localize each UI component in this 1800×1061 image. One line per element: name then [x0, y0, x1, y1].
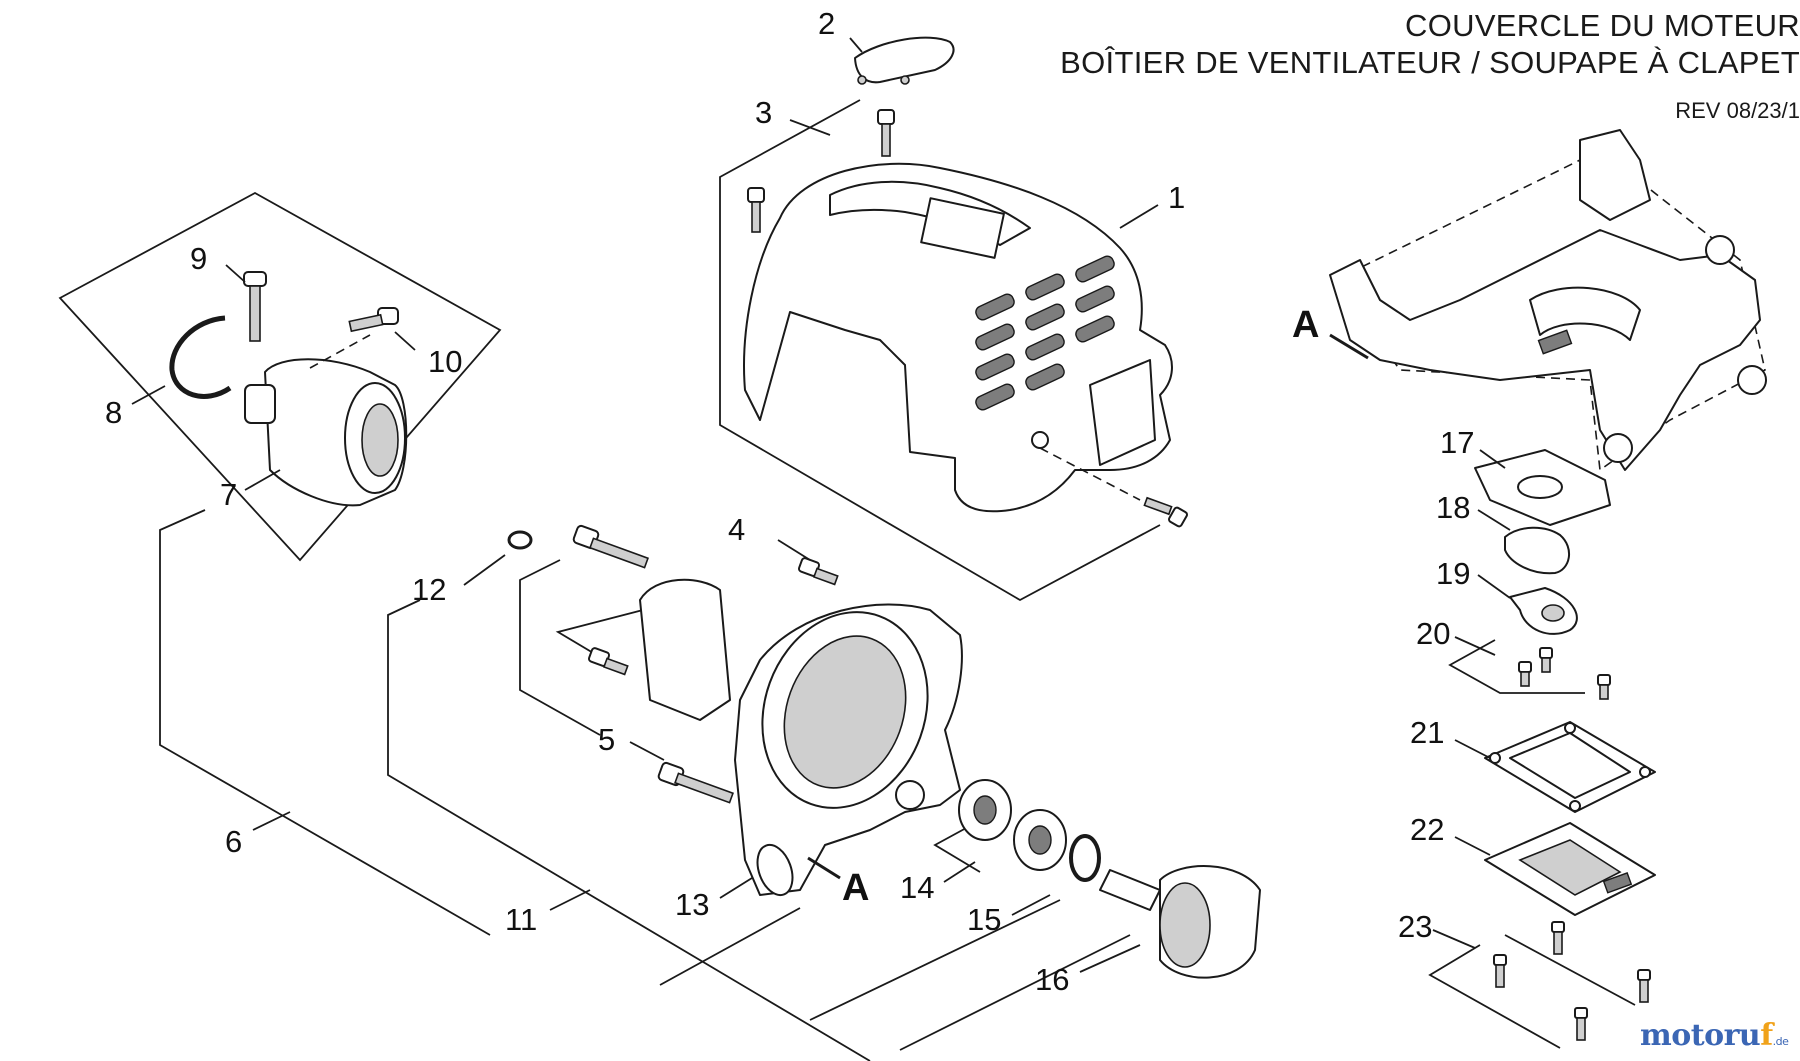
part-19-stopper	[1509, 587, 1578, 635]
part-label-13: 13	[675, 887, 709, 922]
reference-mark-a-crankcase: A	[1292, 304, 1319, 346]
label-leader-lines	[131, 37, 1511, 973]
part-14-bearings	[958, 779, 1067, 871]
part-10-screw	[348, 307, 399, 333]
part-label-20: 20	[1416, 616, 1450, 651]
part-label-7: 7	[220, 477, 237, 512]
revision-label: REV 08/23/1	[1675, 98, 1800, 123]
part-label-18: 18	[1436, 490, 1470, 525]
part-8-snap-ring	[169, 315, 232, 399]
group-line-5	[519, 559, 601, 736]
part-label-4: 4	[728, 512, 745, 547]
part-4-screws	[587, 557, 839, 676]
part-label-12: 12	[412, 572, 446, 607]
part-7-primer-pump	[244, 334, 408, 507]
part-3-screws	[747, 109, 1188, 528]
part-label-10: 10	[428, 344, 462, 379]
part-label-11: 11	[505, 902, 537, 937]
group-line-15	[809, 899, 1061, 1021]
group-line-6	[159, 509, 491, 936]
part-22-valve-plate	[1484, 822, 1656, 916]
part-label-2: 2	[818, 6, 835, 41]
part-label-22: 22	[1410, 812, 1444, 847]
part-label-19: 19	[1436, 556, 1470, 591]
cover-vent-slots	[975, 255, 1115, 411]
part-label-6: 6	[225, 824, 242, 859]
part-label-17: 17	[1440, 425, 1474, 460]
part-label-21: 21	[1410, 715, 1444, 750]
crankcase-reference	[1329, 129, 1767, 472]
group-box-primer	[58, 191, 502, 562]
part-label-23: 23	[1398, 909, 1432, 944]
part-label-16: 16	[1035, 962, 1069, 997]
group-line-11	[387, 599, 871, 1061]
part-number-labels: 1 2 3 4 5 6 7 8 9 10 11 12 13 14 15 16 1…	[105, 6, 1474, 997]
part-5-bolt	[657, 761, 734, 804]
part-15-snap-ring	[1069, 834, 1101, 882]
part-13-fan-housing	[639, 578, 963, 897]
reference-mark-a-housing: A	[842, 867, 869, 909]
part-11-bolt	[572, 524, 649, 569]
part-23-screws	[1428, 921, 1651, 1049]
watermark-logo: motoruf.de	[1640, 1018, 1789, 1053]
part-label-8: 8	[105, 395, 122, 430]
part-label-9: 9	[190, 241, 207, 276]
part-label-3: 3	[755, 95, 772, 130]
part-label-14: 14	[900, 870, 934, 905]
part-9-screw	[243, 271, 267, 342]
part-label-5: 5	[598, 722, 615, 757]
part-16-clutch-drum	[1099, 865, 1261, 979]
part-label-15: 15	[967, 902, 1001, 937]
group-line-16	[899, 934, 1131, 1051]
part-2-cover-cap	[854, 36, 955, 85]
diagram-title-line-2: BOÎTIER DE VENTILATEUR / SOUPAPE À CLAPE…	[1060, 45, 1800, 80]
part-18-reed	[1504, 526, 1570, 575]
part-21-gasket-plate	[1484, 721, 1656, 813]
part-label-1: 1	[1168, 180, 1185, 215]
part-1-engine-cover	[743, 162, 1173, 513]
group-line-13	[659, 907, 801, 986]
part-20-screws	[1448, 639, 1611, 700]
part-17-gasket	[1474, 449, 1611, 526]
part-12-o-ring	[507, 530, 533, 550]
group-box-engine-cover	[719, 99, 1161, 602]
diagram-title-line-1: COUVERCLE DU MOTEUR	[1405, 8, 1800, 43]
